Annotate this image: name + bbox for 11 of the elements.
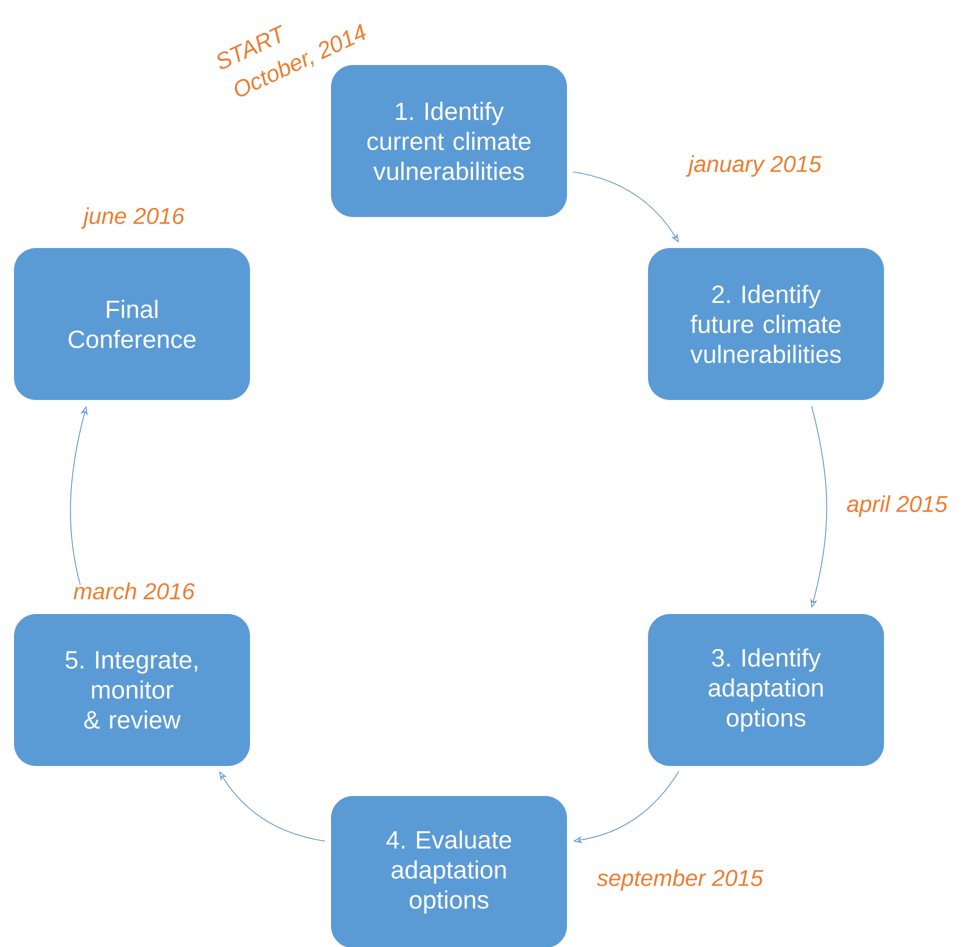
date-label: march 2016 [74,582,195,600]
process-box: 2. Identify future climate vulnerabilities [648,248,884,400]
date-label: june 2016 [80,207,184,229]
date-label: january 2015 [686,155,822,177]
process-box: 1. Identify current climate vulnerabilities [331,64,567,217]
process-box: Final Conference [14,248,250,400]
process-box: 5. Integrate, monitor & review [14,614,250,766]
process-box: 4. Evaluate adaptation options [331,796,567,947]
date-label: april 2015 [847,495,948,517]
date-label: september 2015 [596,869,764,891]
process-box: 3. Identify adaptation options [648,614,884,766]
